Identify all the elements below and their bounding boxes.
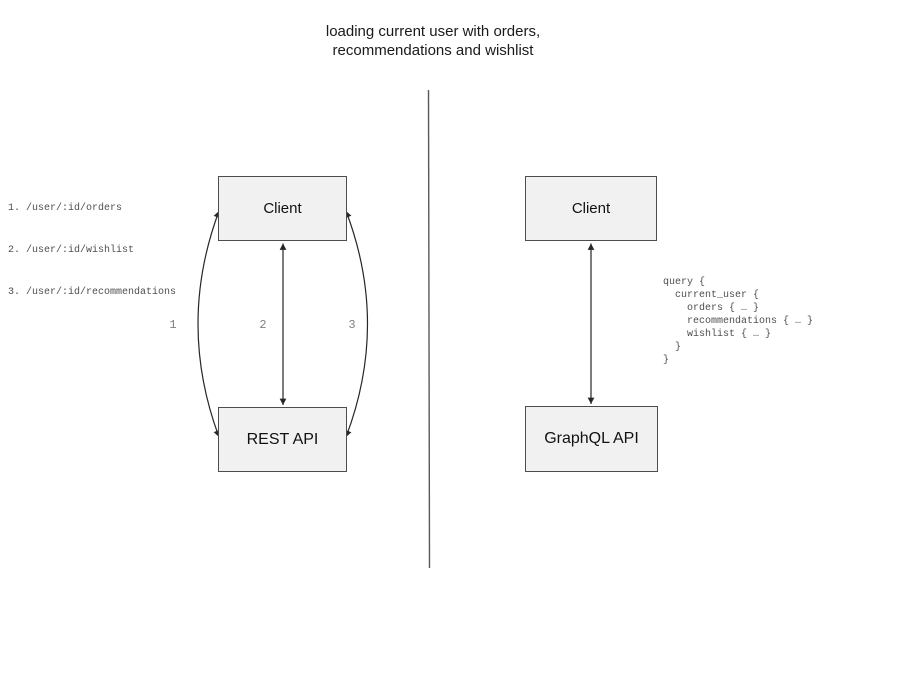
diagram-title-line2: recommendations and wishlist bbox=[332, 42, 534, 59]
arrow-label-1: 1 bbox=[169, 318, 177, 332]
panel-divider-line bbox=[427, 89, 431, 569]
rest-client-box: Client bbox=[218, 176, 347, 241]
rest-client-label: Client bbox=[263, 200, 302, 217]
graphql-client-label: Client bbox=[571, 200, 611, 217]
graphql-query-code: query { current_user { orders { … } reco… bbox=[663, 277, 814, 366]
rest-endpoint-wishlist: 2. /user/:id/wishlist bbox=[8, 245, 135, 256]
arrow-label-2: 2 bbox=[259, 318, 267, 332]
rest-endpoint-orders: 1. /user/:id/orders bbox=[8, 203, 123, 214]
arrow-label-3: 3 bbox=[348, 318, 356, 332]
graphql-api-box: GraphQL API bbox=[525, 406, 658, 472]
rest-api-box: REST API bbox=[218, 407, 347, 472]
rest-endpoint-list: 1. /user/:id/orders 2. /user/:id/wishlis… bbox=[8, 174, 176, 328]
graphql-api-label: GraphQL API bbox=[544, 430, 639, 447]
graphql-client-box: Client bbox=[525, 176, 657, 241]
diagram-title: loading current user with orders, recomm… bbox=[258, 22, 608, 60]
rest-api-label: REST API bbox=[246, 430, 319, 448]
rest-endpoint-recommendations: 3. /user/:id/recommendations bbox=[8, 287, 177, 298]
rest-arrow-orders bbox=[197, 210, 220, 438]
diagram-title-line1: loading current user with orders, bbox=[325, 23, 541, 40]
